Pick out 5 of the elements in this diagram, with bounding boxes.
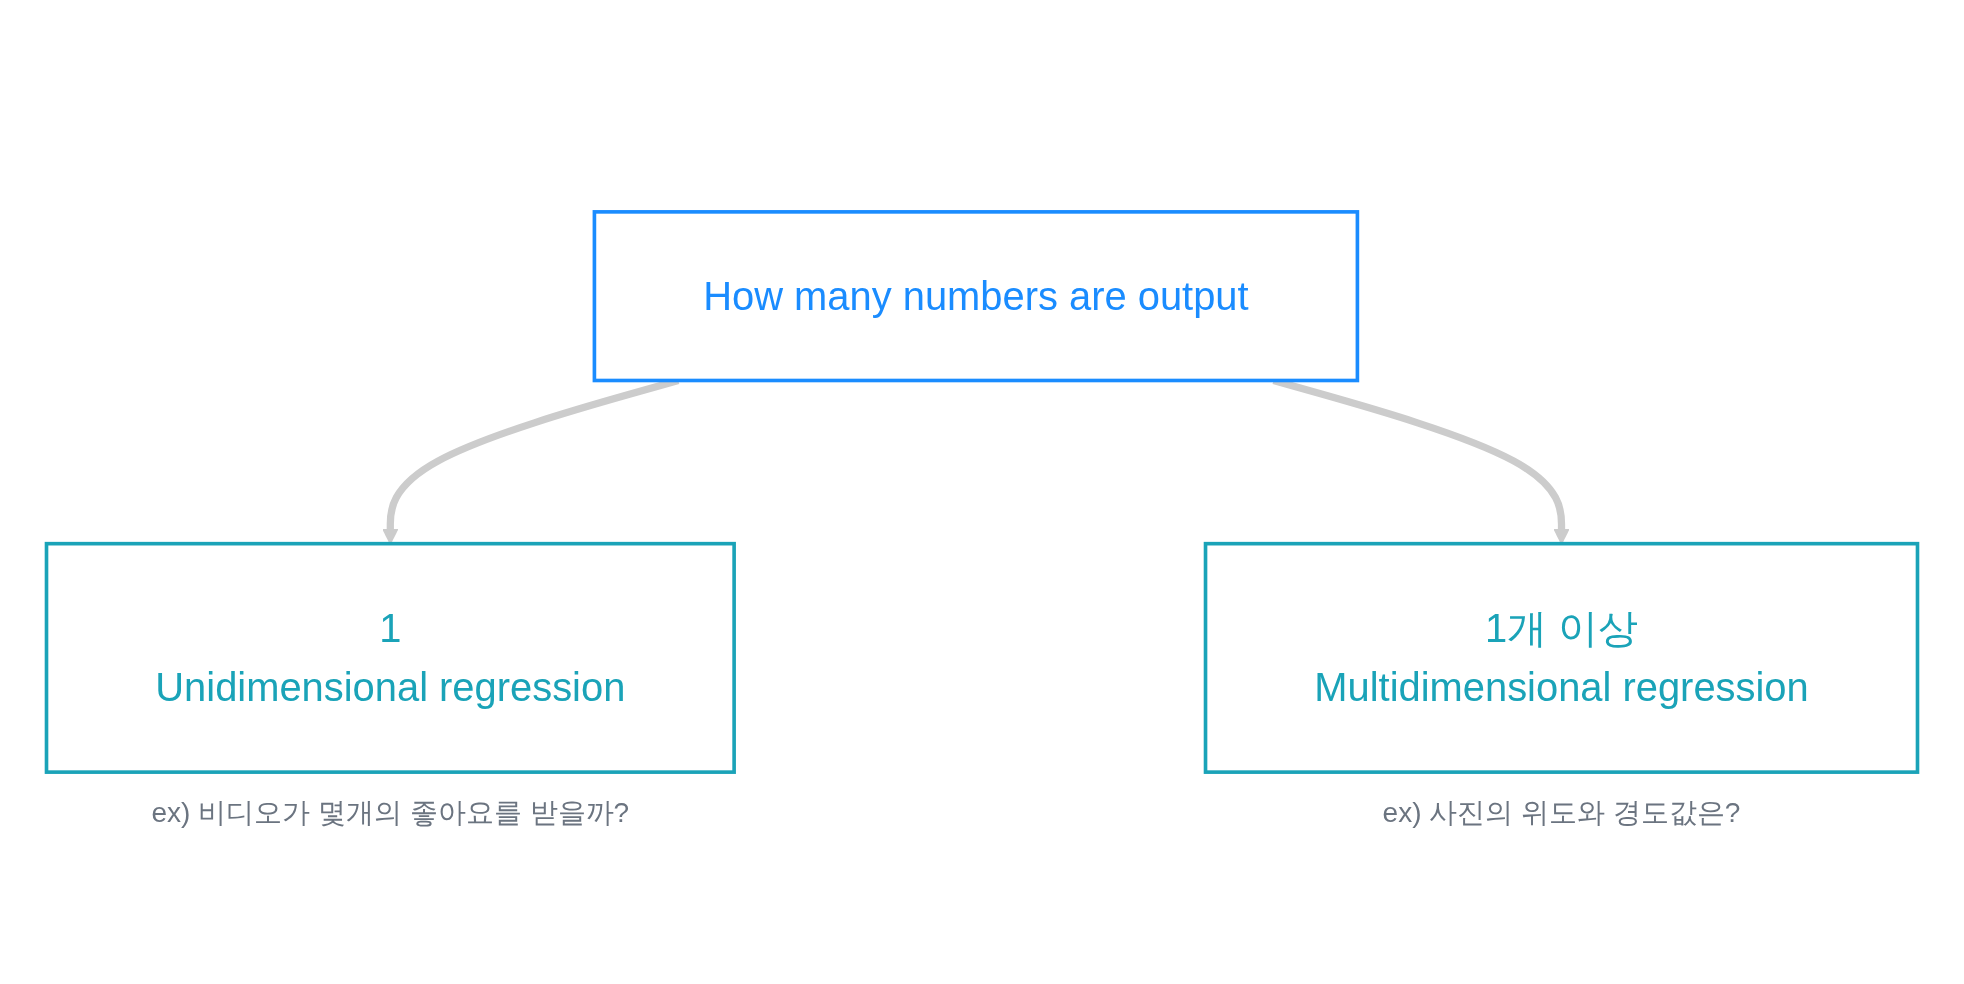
node-box: How many numbers are output	[592, 210, 1360, 383]
node-box: 1 Unidimensional regression	[44, 541, 736, 774]
node-box: 1개 이상 Multidimensional regression	[1203, 541, 1920, 774]
example-note: ex) 비디오가 몇개의 좋아요를 받을까?	[151, 796, 630, 831]
example-note: ex) 사진의 위도와 경도값은?	[1382, 796, 1741, 831]
